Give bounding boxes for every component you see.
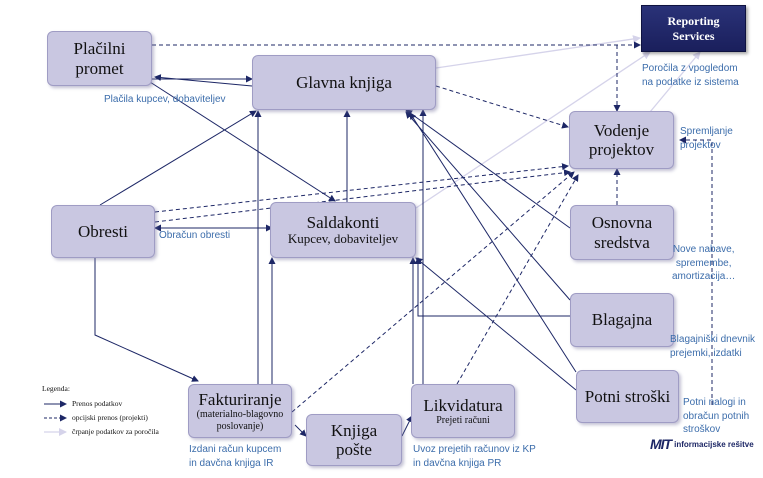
note-nove-nabave: Nove nabave, spremembe, amortizacija… — [672, 243, 735, 284]
note-porocila-line2: na podatke iz sistema — [642, 76, 739, 88]
note-blagajniski-line1: Blagajniški dnevnik — [670, 334, 756, 345]
note-nove-nabave-line2: spremembe, — [675, 257, 732, 269]
node-likvidatura[interactable]: Likvidatura Prejeti računi — [411, 384, 515, 438]
node-glavna-label: Glavna knjiga — [296, 72, 392, 92]
note-potni-nalogi-line3: stroškov — [683, 424, 721, 435]
node-potni-label: Potni stroški — [584, 386, 671, 406]
note-potni-nalogi-line2: obračun potnih — [683, 410, 750, 422]
legend-title: Legenda: — [42, 384, 70, 393]
node-saldakonti-line1: Saldakonti — [306, 213, 380, 233]
node-fakturiranje[interactable]: Fakturiranje (materialno-blagovno poslov… — [188, 384, 292, 438]
arrow-blagajna-saldakonti — [414, 257, 570, 317]
note-obracun-obresti-text: Obračun obresti — [159, 230, 231, 241]
reporting-services-box[interactable]: Reporting Services — [641, 5, 746, 52]
node-vodenje-projektov[interactable]: Vodenje projektov — [569, 111, 674, 169]
legend-item-transfer: Prenos podatkov — [72, 399, 123, 408]
node-osnovna-line2: sredstva — [594, 232, 650, 252]
arrow-potni-glavna — [409, 112, 577, 373]
node-obresti-label: Obresti — [77, 221, 129, 241]
note-izdani-line1: Izdani račun kupcem — [189, 444, 282, 455]
arrow-osnovna-glavna — [405, 109, 571, 229]
note-potni-nalogi: Potni nalogi in obračun potnih stroškov — [683, 396, 749, 437]
node-knjiga-line1: Knjiga — [330, 420, 378, 440]
report-arrow-vodenje — [644, 51, 701, 119]
dashed-glavna-vodenje — [435, 85, 569, 129]
dashed-fakturiranje-vodenje — [291, 171, 575, 413]
node-blagajna[interactable]: Blagajna — [570, 293, 674, 347]
legend-item-reports: črpanje podatkov za poročila — [72, 427, 159, 436]
note-uvoz: Uvoz prejetih računov iz KP in davčna kn… — [413, 443, 536, 470]
note-nove-nabave-line3: amortizacija… — [672, 271, 736, 282]
arrow-fakturiranje-knjiga — [294, 424, 307, 437]
arrow-potni-saldakonti — [415, 257, 577, 391]
node-potni-stroski[interactable]: Potni stroški — [576, 370, 679, 423]
note-izdani-line2: in davčna knjiga IR — [189, 457, 274, 469]
arrow-knjiga-likvidatura — [401, 415, 413, 437]
arrow-glavna-placilni — [154, 74, 253, 87]
note-blagajniski: Blagajniški dnevnik prejemki, izdatki — [670, 333, 755, 360]
note-izdani: Izdani račun kupcem in davčna knjiga IR — [189, 443, 281, 470]
node-fakturiranje-line2: (materialno-blagovno — [196, 409, 284, 421]
node-obresti[interactable]: Obresti — [51, 205, 155, 258]
note-placila-text: Plačila kupcev, dobaviteljev — [104, 94, 226, 105]
node-osnovna-sredstva[interactable]: Osnovna sredstva — [570, 205, 674, 260]
node-placilni-line2: promet — [75, 58, 124, 78]
node-osnovna-line1: Osnovna — [591, 213, 653, 233]
arrow-obresti-fakturiranje — [94, 258, 199, 382]
arrow-blagajna-glavna — [405, 111, 571, 301]
note-obracun-obresti: Obračun obresti — [159, 229, 230, 243]
note-uvoz-line1: Uvoz prejetih računov iz KP — [413, 444, 536, 455]
note-blagajniski-line2: prejemki, izdatki — [670, 347, 742, 359]
node-saldakonti[interactable]: Saldakonti Kupcev, dobaviteljev — [270, 202, 416, 258]
logo-mark: MIT — [650, 436, 672, 452]
note-porocila-line1: Poročila z vpogledom — [642, 63, 738, 74]
dashed-likvidatura-vodenje — [456, 174, 579, 385]
legend-item-optional: opcijski prenos (projekti) — [72, 413, 148, 422]
note-potni-nalogi-line1: Potni nalogi in — [683, 397, 746, 408]
report-arrow-saldakonti — [415, 51, 651, 209]
node-vodenje-line1: Vodenje — [593, 120, 650, 140]
note-nove-nabave-line1: Nove nabave, — [672, 244, 735, 255]
mit-logo: MIT informacijske rešitve — [650, 436, 754, 452]
arrow-placilni-saldakonti — [149, 81, 336, 202]
dashed-obresti-vodenje — [154, 163, 569, 213]
node-placilni-line1: Plačilni — [73, 39, 126, 59]
node-knjiga-line2: pošte — [336, 440, 372, 459]
note-spremljanje-line1: Spremljanje — [680, 126, 733, 137]
note-placila: Plačila kupcev, dobaviteljev — [104, 93, 226, 107]
arrow-obresti-glavna — [99, 110, 257, 206]
node-likvidatura-line1: Likvidatura — [423, 395, 503, 415]
node-glavna-knjiga[interactable]: Glavna knjiga — [252, 55, 436, 110]
note-uvoz-line2: in davčna knjiga PR — [413, 457, 502, 469]
report-arrow-glavna — [435, 35, 641, 69]
logo-text: informacijske rešitve — [674, 439, 754, 449]
legend-icons — [44, 400, 67, 436]
note-porocila: Poročila z vpogledom na podatke iz siste… — [642, 62, 739, 89]
node-knjiga-poste[interactable]: Knjiga pošte — [306, 414, 402, 466]
note-spremljanje: Spremljanje projektov — [680, 125, 733, 152]
legend: Legenda: Prenos podatkov opcijski prenos… — [42, 384, 159, 440]
node-vodenje-line2: projektov — [588, 140, 655, 159]
node-likvidatura-line2: Prejeti računi — [436, 414, 490, 426]
reporting-services-line2: Services — [672, 28, 715, 43]
node-fakturiranje-line3: poslovanje) — [216, 420, 264, 432]
node-placilni-promet[interactable]: Plačilni promet — [47, 31, 152, 86]
node-saldakonti-line2: Kupcev, dobaviteljev — [287, 231, 399, 247]
node-fakturiranje-line1: Fakturiranje — [198, 390, 282, 410]
reporting-services-line1: Reporting — [667, 13, 720, 28]
note-spremljanje-line2: projektov — [680, 139, 721, 151]
node-blagajna-label: Blagajna — [591, 310, 653, 330]
